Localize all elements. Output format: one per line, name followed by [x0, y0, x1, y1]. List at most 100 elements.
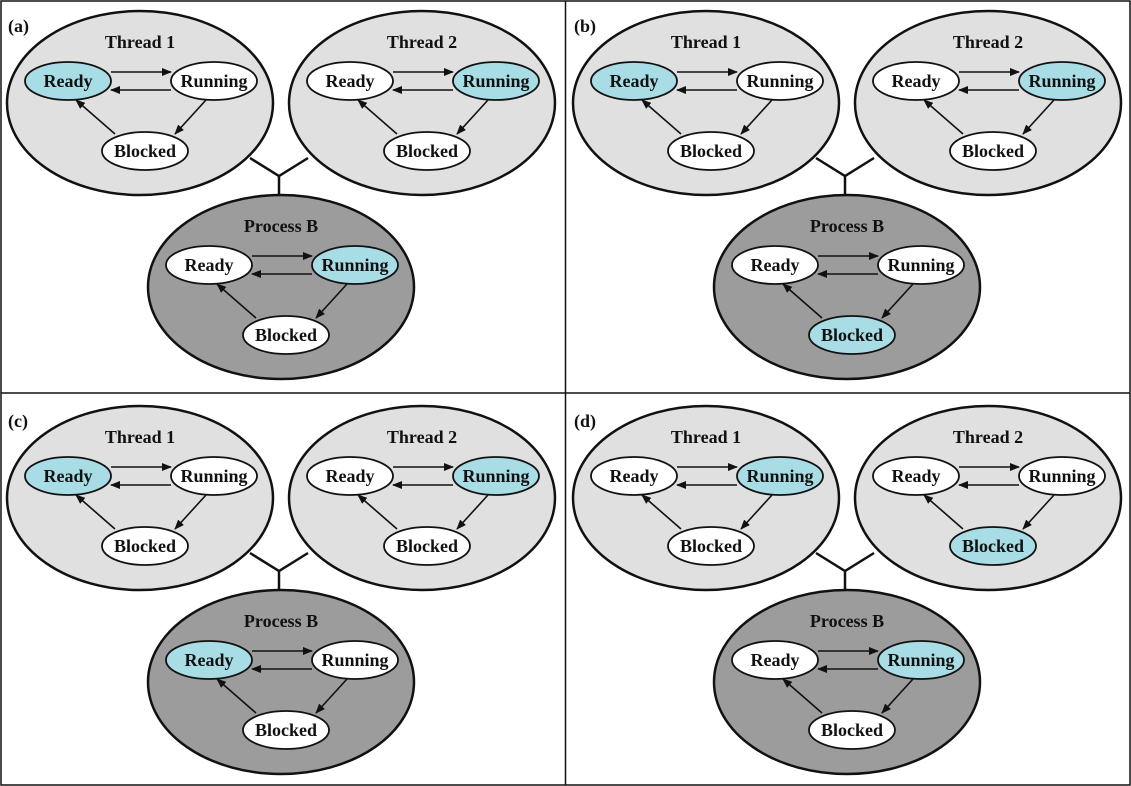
state-running-node-active	[311, 245, 399, 285]
state-running-label: Running	[180, 466, 247, 486]
thread-2-cluster-title: Thread 2	[953, 427, 1023, 447]
state-blocked-label: Blocked	[962, 536, 1024, 556]
state-blocked-label: Blocked	[821, 720, 883, 740]
state-blocked-label: Blocked	[396, 536, 458, 556]
thread-2-cluster-title: Thread 2	[387, 427, 457, 447]
transition-blocked-to-ready	[75, 494, 116, 530]
state-ready-node	[872, 456, 960, 496]
state-blocked-label: Blocked	[821, 325, 883, 345]
transition-running-to-blocked	[315, 283, 348, 319]
state-ready-label: Ready	[185, 255, 234, 275]
state-running-node-active	[877, 640, 965, 680]
thread-2-cluster-ellipse	[853, 9, 1123, 197]
state-running-label: Running	[746, 71, 813, 91]
transition-blocked-to-ready	[923, 494, 964, 530]
state-blocked-node	[101, 131, 189, 171]
state-blocked-label: Blocked	[962, 141, 1024, 161]
state-running-label: Running	[462, 466, 529, 486]
thread-1-cluster-ellipse	[5, 9, 275, 197]
state-ready-node	[872, 61, 960, 101]
state-running-node-active	[736, 456, 824, 496]
thread-1-cluster-ellipse	[571, 404, 841, 592]
transition-blocked-to-ready	[216, 283, 257, 319]
state-ready-node	[590, 456, 678, 496]
thread-2-cluster-ellipse	[287, 404, 557, 592]
transition-running-to-blocked	[174, 494, 207, 530]
state-ready-node-active	[590, 61, 678, 101]
transition-running-to-blocked	[456, 99, 489, 135]
thread-2-cluster-ellipse	[853, 404, 1123, 592]
state-blocked-node	[808, 710, 896, 750]
transition-blocked-to-ready	[357, 494, 398, 530]
thread-process-connector	[249, 156, 309, 178]
state-ready-node	[731, 245, 819, 285]
state-running-node-active	[452, 61, 540, 101]
state-ready-label: Ready	[751, 255, 800, 275]
state-blocked-node-active	[949, 526, 1037, 566]
transition-running-to-blocked	[1022, 494, 1055, 530]
state-running-node	[736, 61, 824, 101]
state-running-node	[311, 640, 399, 680]
transition-blocked-to-ready	[782, 283, 823, 319]
state-blocked-node	[383, 131, 471, 171]
state-running-node	[170, 61, 258, 101]
state-ready-node	[306, 61, 394, 101]
thread-process-connector	[815, 156, 875, 178]
process-b-cluster-ellipse	[712, 193, 982, 381]
state-ready-label: Ready	[44, 71, 93, 91]
state-blocked-node	[242, 315, 330, 355]
transition-running-to-blocked	[740, 99, 773, 135]
state-ready-node	[306, 456, 394, 496]
state-running-node	[170, 456, 258, 496]
thread-1-cluster-title: Thread 1	[105, 427, 175, 447]
thread-1-cluster-title: Thread 1	[671, 427, 741, 447]
state-ready-node-active	[165, 640, 253, 680]
process-b-cluster-title: Process B	[810, 611, 884, 631]
state-ready-node-active	[24, 61, 112, 101]
state-running-label: Running	[462, 71, 529, 91]
state-blocked-label: Blocked	[114, 141, 176, 161]
state-blocked-node	[242, 710, 330, 750]
state-blocked-node	[383, 526, 471, 566]
state-running-label: Running	[180, 71, 247, 91]
transition-running-to-blocked	[315, 678, 348, 714]
thread-process-connector	[815, 551, 875, 573]
state-running-label: Running	[1028, 466, 1095, 486]
process-b-cluster-title: Process B	[810, 216, 884, 236]
state-ready-label: Ready	[892, 71, 941, 91]
state-blocked-node	[667, 526, 755, 566]
transition-blocked-to-ready	[641, 494, 682, 530]
state-ready-node	[165, 245, 253, 285]
state-blocked-node	[949, 131, 1037, 171]
thread-2-cluster-ellipse	[287, 9, 557, 197]
state-running-node-active	[452, 456, 540, 496]
state-blocked-label: Blocked	[396, 141, 458, 161]
transition-blocked-to-ready	[357, 99, 398, 135]
thread-2-cluster-title: Thread 2	[387, 32, 457, 52]
state-ready-node	[731, 640, 819, 680]
process-b-cluster-ellipse	[146, 588, 416, 776]
state-running-label: Running	[887, 255, 954, 275]
transition-blocked-to-ready	[216, 678, 257, 714]
panel-label: (a)	[8, 16, 29, 37]
state-running-label: Running	[746, 466, 813, 486]
panel-label: (c)	[8, 411, 28, 432]
panel-label: (b)	[574, 16, 596, 37]
state-blocked-label: Blocked	[255, 325, 317, 345]
state-running-node	[877, 245, 965, 285]
transition-running-to-blocked	[740, 494, 773, 530]
thread-1-cluster-ellipse	[571, 9, 841, 197]
thread-2-cluster-title: Thread 2	[953, 32, 1023, 52]
